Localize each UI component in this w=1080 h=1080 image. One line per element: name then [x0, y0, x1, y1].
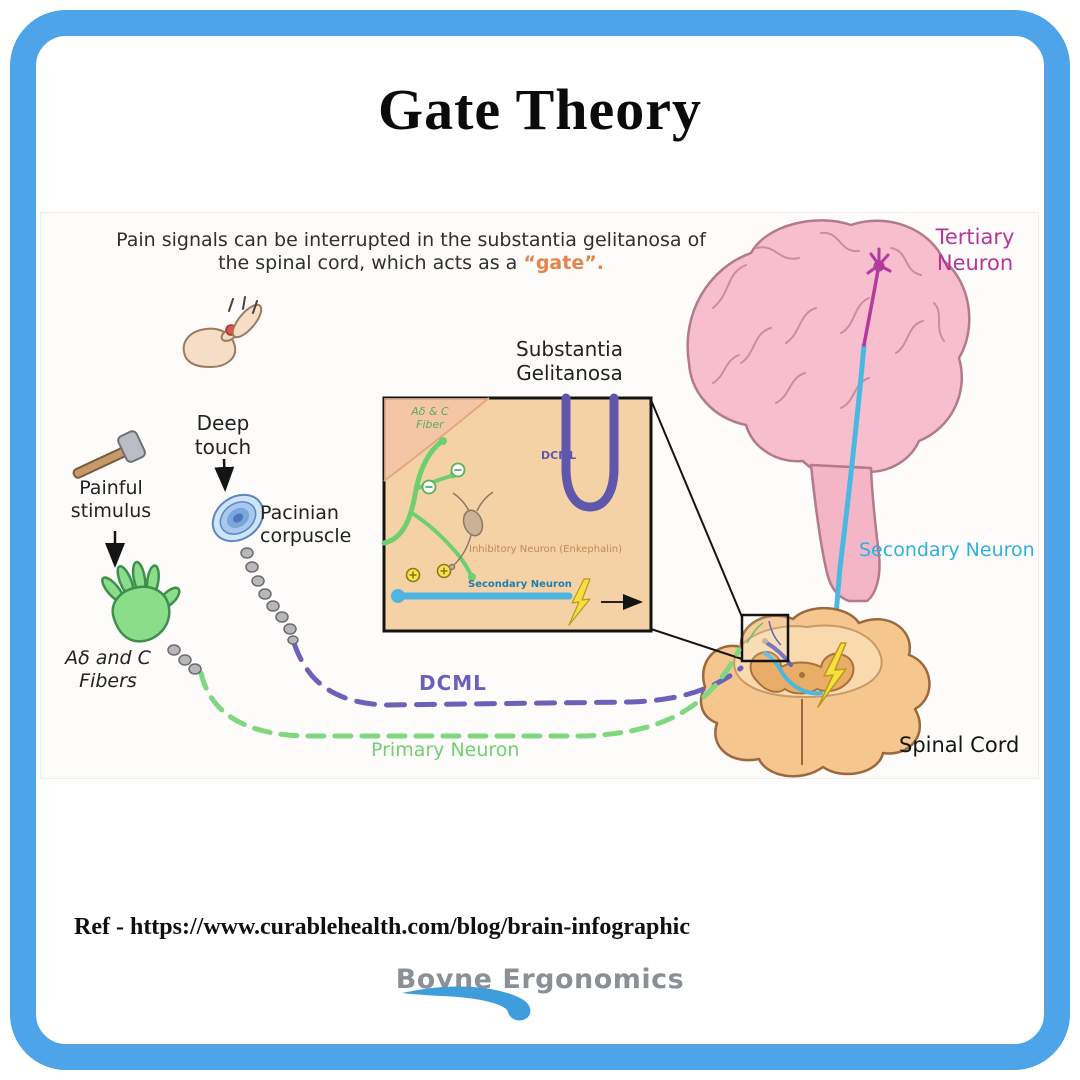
intro-text: Pain signals can be interrupted in the s… [81, 229, 741, 275]
inset-box [381, 393, 653, 633]
primary-neuron-dashed-path [198, 647, 742, 739]
minus-icon [421, 462, 466, 495]
arrow-down-icon [214, 458, 235, 492]
swoosh-icon [401, 986, 531, 1021]
primary-neuron-label: Primary Neuron [371, 739, 520, 761]
green-hand-icon [101, 560, 181, 643]
dcml-label: DCML [419, 671, 487, 695]
dcml-path-inset [561, 393, 619, 512]
page-title: Gate Theory [377, 77, 703, 142]
inset-dcml-label: DCML [541, 449, 577, 462]
secondary-neuron-inset-path [391, 578, 643, 626]
inhibitory-neuron-icon [448, 491, 494, 571]
magnifier-square [740, 613, 790, 663]
hammer-icon [72, 430, 146, 479]
green-fiber-path [381, 437, 476, 581]
pacinian-corpuscle-icon [211, 493, 265, 543]
tertiary-neuron-icon [862, 247, 892, 347]
callout-line-bottom [650, 628, 743, 660]
spinal-cord-illustration [699, 607, 931, 778]
motion-lines-icon [228, 296, 258, 314]
brand-logo: Boyne Ergonomics [0, 964, 1080, 1021]
poking-hand-icon [182, 296, 263, 369]
bead-chain [167, 644, 202, 675]
plus-icon [405, 563, 452, 583]
callout-line-top [650, 399, 743, 618]
lightning-bolt-small-icon [568, 578, 591, 626]
diagram-area: Pain signals can be interrupted in the s… [40, 212, 1039, 779]
bead-chain [240, 547, 299, 645]
intro-line-1: Pain signals can be interrupted in the s… [116, 229, 706, 251]
brain-gyri [712, 231, 945, 409]
illustration-svg [72, 219, 971, 778]
intro-line-2: the spinal cord, which acts as a “gate”. [218, 252, 604, 275]
lightning-bolt-icon [817, 642, 847, 708]
gate-highlight: “gate”. [523, 252, 604, 275]
inset-inhibitory-label: Inhibitory Neuron (Enkephalin) [469, 544, 623, 555]
secondary-neuron-label: Secondary Neuron [859, 539, 1035, 561]
reference-text: Ref - https://www.curablehealth.com/blog… [74, 914, 690, 940]
inset-secondary-label: Secondary Neuron [468, 579, 572, 590]
spinal-cord-label: Spinal Cord [899, 733, 1020, 757]
